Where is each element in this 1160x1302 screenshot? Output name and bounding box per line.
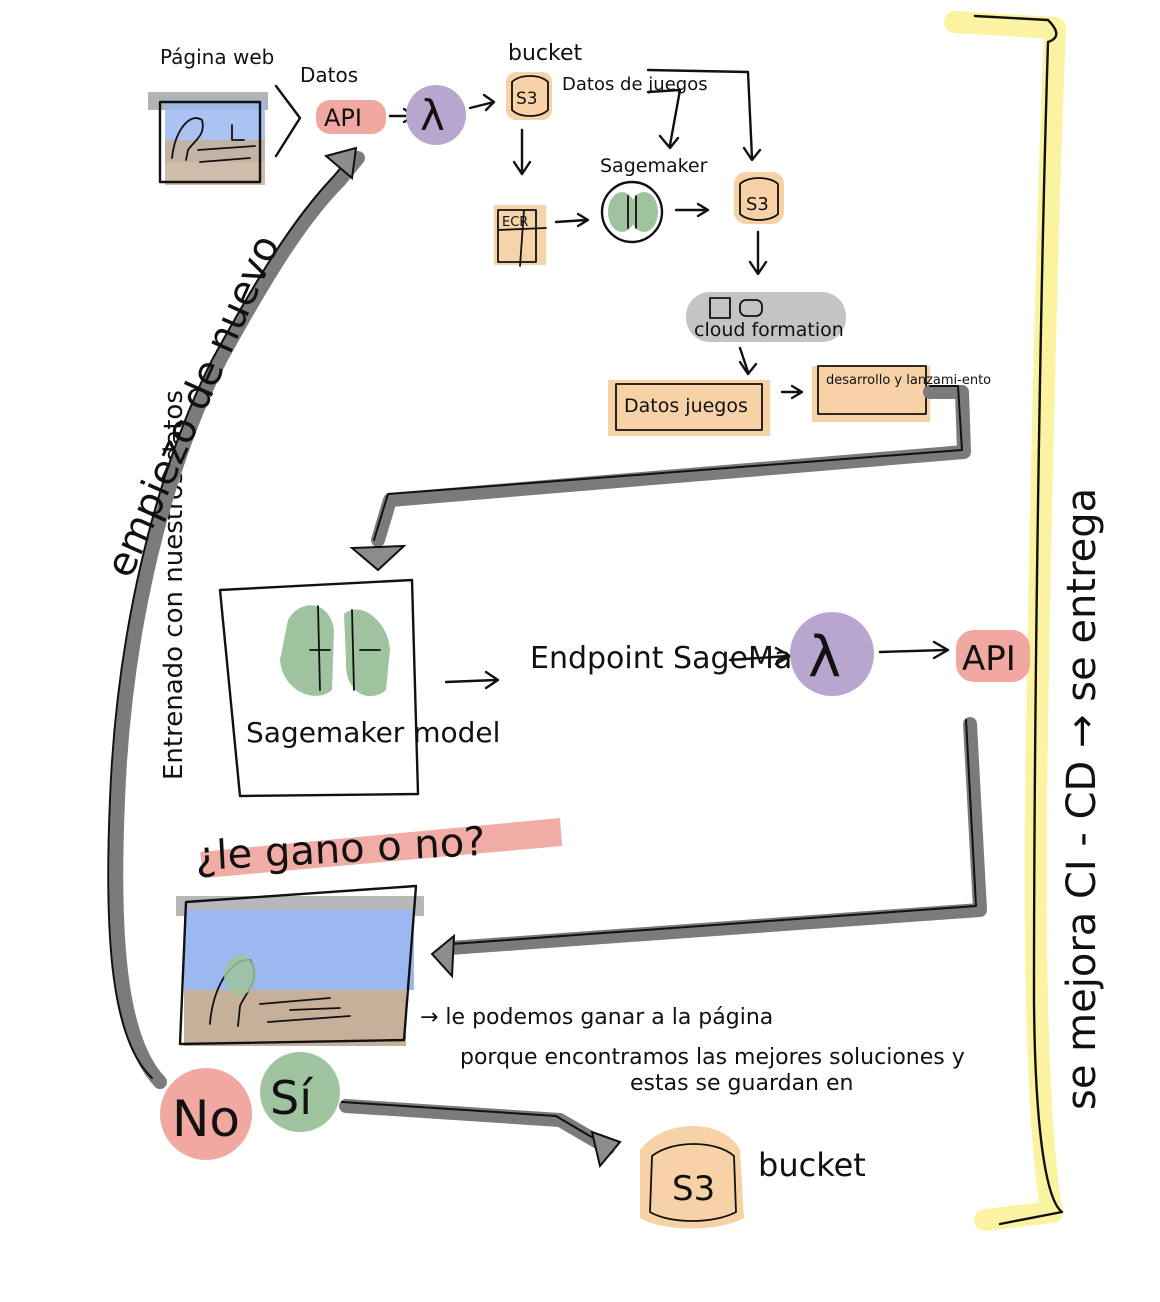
api-label-middle: API [962, 639, 1016, 679]
arrow-api-to-game [430, 717, 987, 979]
yes-label: Sí [270, 1071, 313, 1125]
brace-icon [274, 84, 302, 158]
sagemaker-model-label: Sagemaker model [246, 716, 500, 749]
arrow-restart-loop [107, 146, 365, 1089]
arrow-s3b-cloudformation [748, 230, 768, 276]
arrow-yes-to-bucket [339, 1099, 622, 1169]
cicd-bracket [944, 11, 1066, 1231]
arrow-ecr-sagemaker [554, 212, 590, 228]
arrow-cloudformation-datos [738, 346, 758, 376]
arrow-top-to-s3b [646, 68, 762, 162]
lambda-node-top: λ [406, 85, 466, 145]
arrow-sagemaker-s3b [674, 202, 710, 218]
deploy-label: desarrollo y lanzami-ento [826, 373, 991, 388]
bucket-label-top: bucket [508, 41, 582, 66]
api-label-top: API [324, 104, 362, 132]
s3-bucket-top: S3 [506, 72, 552, 120]
cloudformation-label: cloud formation [694, 319, 844, 341]
arrow-deploy-to-model [349, 385, 971, 572]
arrow-s3-ecr [512, 128, 532, 176]
cloudformation-node: cloud formation [686, 292, 846, 342]
s3-bucket-bottom: S3 [640, 1126, 744, 1229]
no-label: No [172, 1090, 240, 1148]
game-screen [176, 884, 424, 1046]
lambda-node-middle: λ [790, 612, 874, 696]
s3-label-second: S3 [746, 194, 769, 215]
arrow-lambda-api [878, 640, 950, 660]
game-data-label: Datos de juegos [562, 74, 708, 95]
question-label: ¿le gano o no? [194, 819, 486, 880]
sagemaker-model-node: Sagemaker model [218, 578, 500, 798]
sagemaker-label-top: Sagemaker [600, 155, 708, 177]
yes-node: Sí [260, 1052, 340, 1132]
s3-label-top: S3 [516, 89, 538, 109]
api-node-middle: API [956, 630, 1030, 682]
arrow-gamedata-sagemaker [646, 88, 682, 150]
arrow-endpoint-lambda [728, 646, 792, 666]
endpoint-label: Endpoint SageMaker [530, 641, 840, 676]
no-node: No [160, 1068, 252, 1160]
web-page-label: Página web [160, 45, 274, 69]
restart-label: empiezo de nuevo [97, 228, 289, 584]
sagemaker-node-top [600, 180, 664, 244]
s3-label-bottom: S3 [672, 1169, 715, 1209]
data-label: Datos [300, 63, 358, 87]
question-banner: ¿le gano o no? [194, 818, 562, 880]
datos-juegos-box: Datos juegos [608, 380, 770, 436]
winning-note: → le podemos ganar a la página porque en… [420, 1005, 972, 1096]
bucket-label-bottom: bucket [758, 1146, 866, 1184]
cicd-label: se mejora CI - CD → se entrega [1059, 488, 1105, 1110]
ecr-node: ECR [494, 205, 547, 267]
arrow-datos-deploy [780, 384, 804, 400]
s3-bucket-second: S3 [734, 172, 784, 224]
web-page-thumbnail [148, 92, 268, 185]
arrow-model-endpoint [444, 670, 500, 690]
deploy-box: desarrollo y lanzami-ento [812, 365, 991, 422]
arrow-lambda-s3 [468, 93, 496, 112]
ecr-label: ECR [502, 215, 528, 230]
datos-juegos-label: Datos juegos [624, 395, 748, 417]
lambda-symbol-middle: λ [808, 625, 841, 690]
api-node-top: API [316, 100, 386, 134]
lambda-symbol-top: λ [420, 91, 445, 140]
